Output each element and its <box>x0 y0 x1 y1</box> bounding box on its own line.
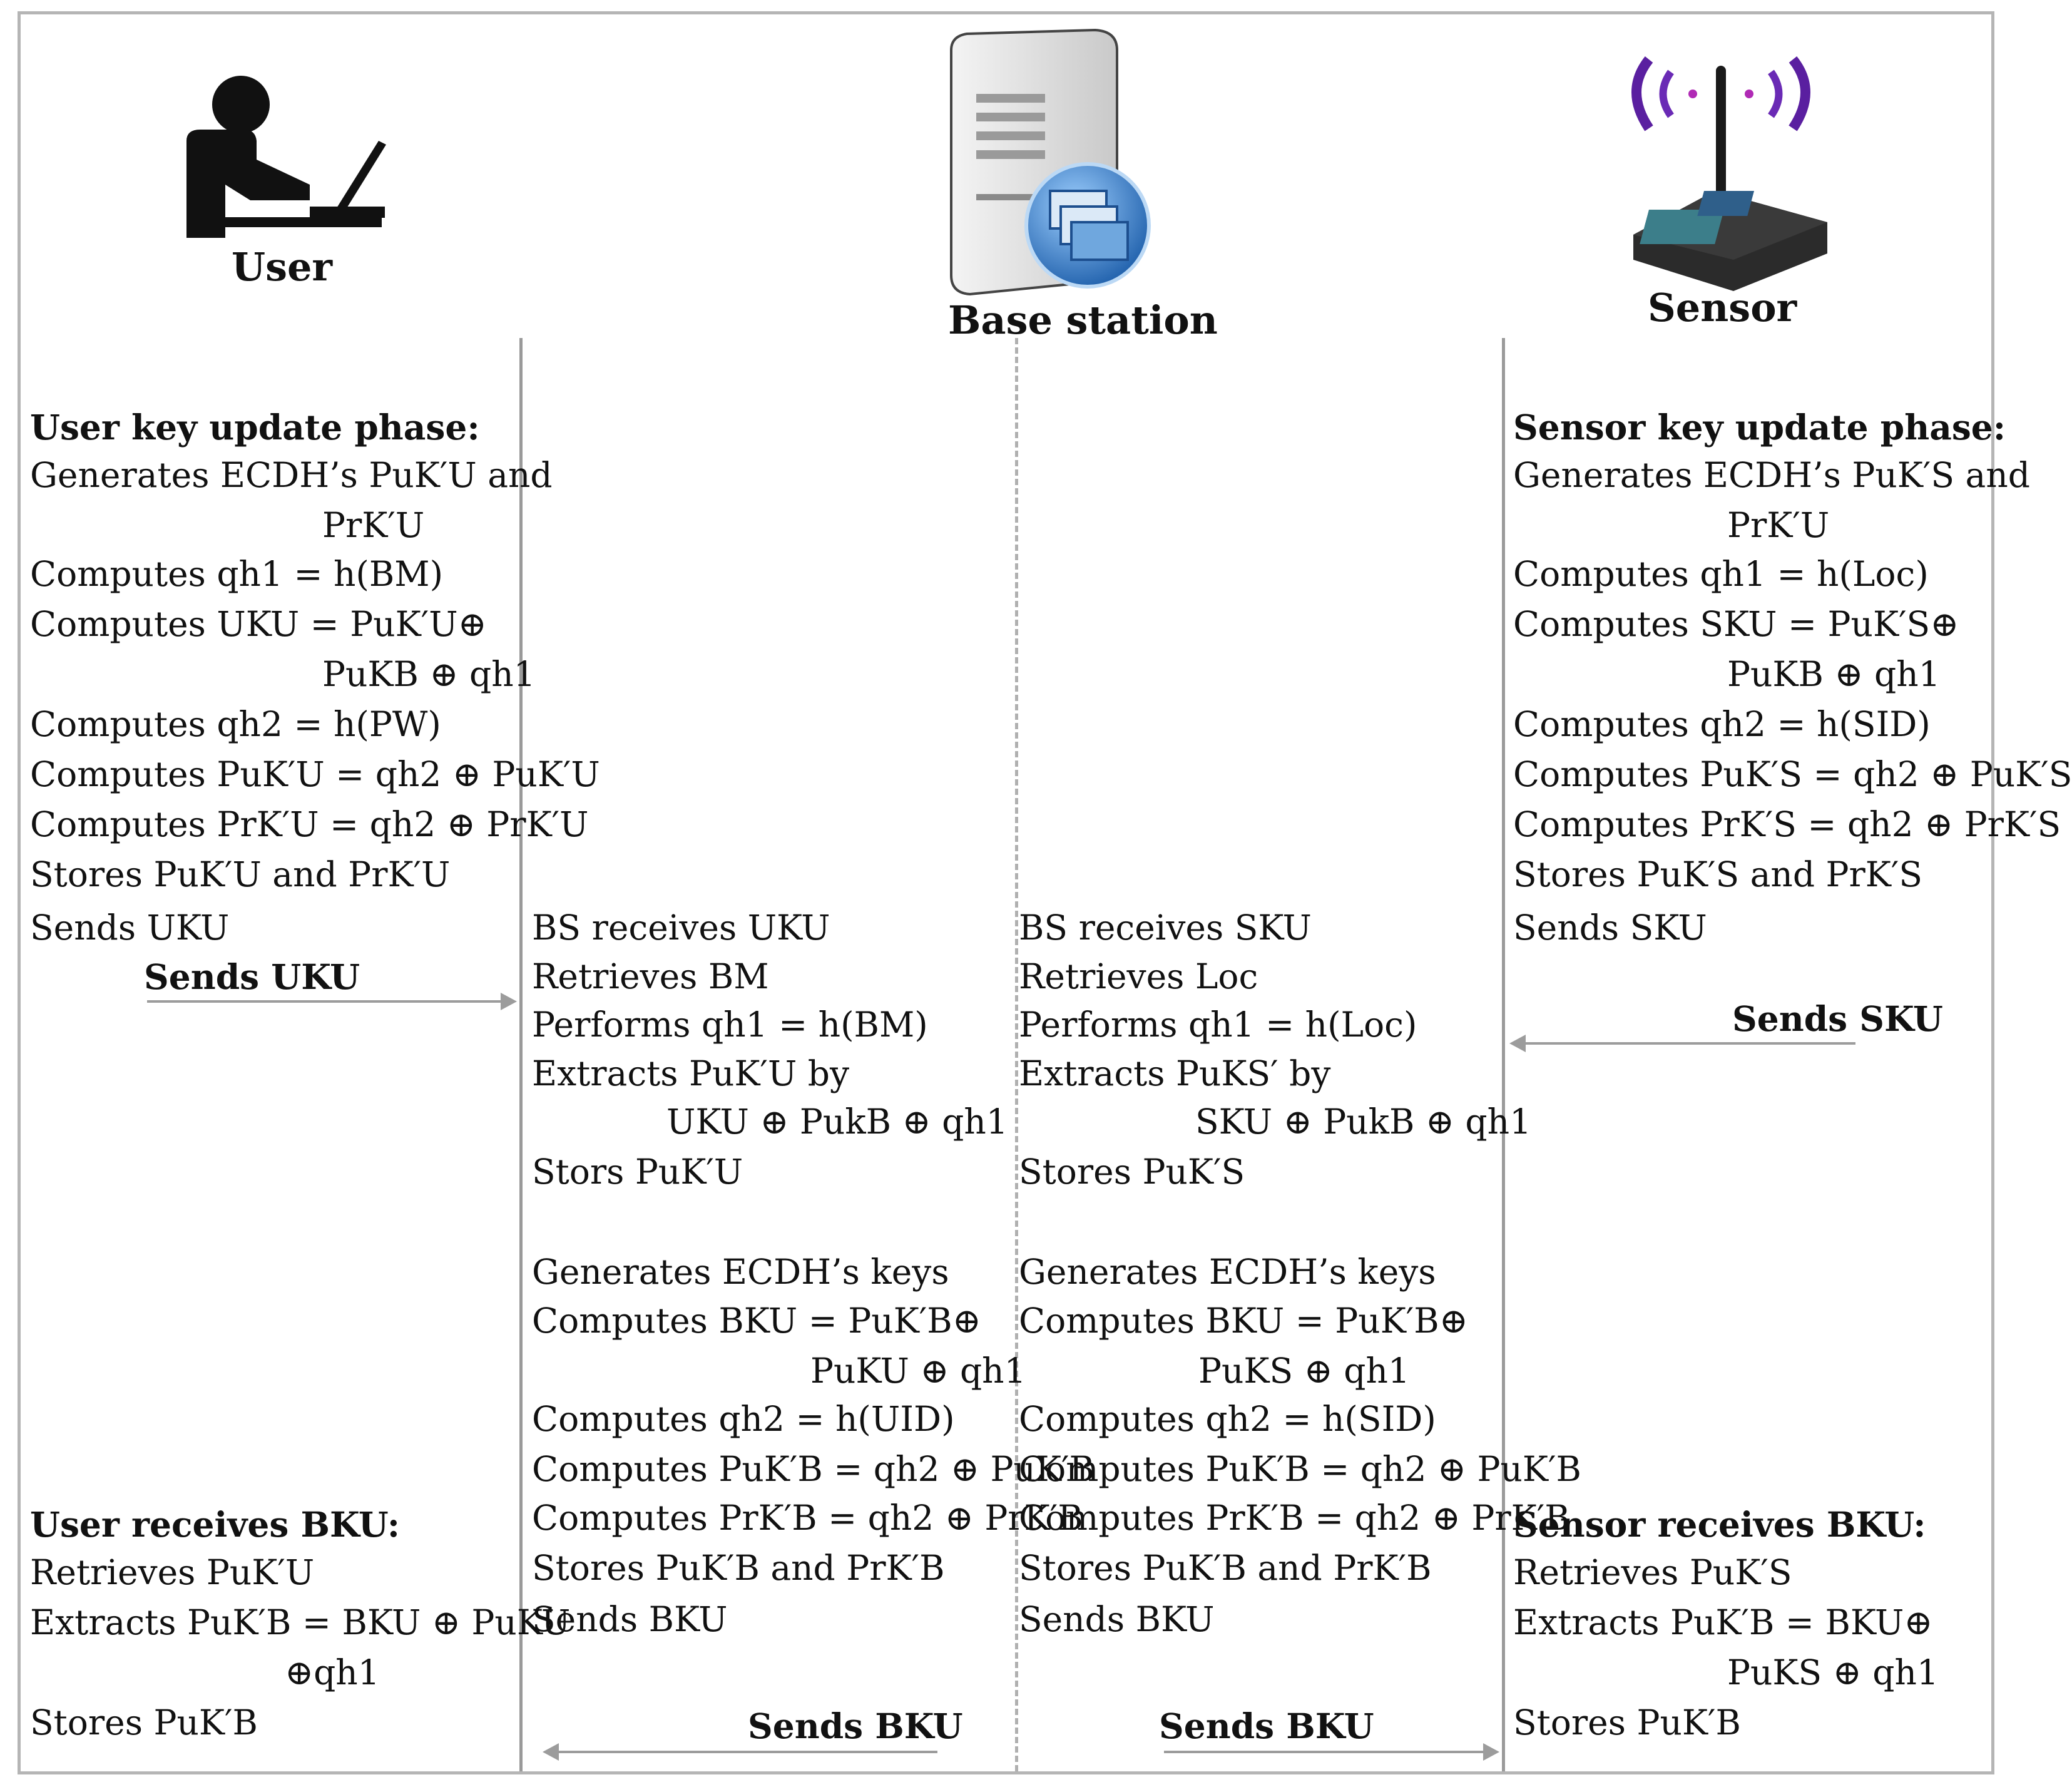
bs-sensor-gen-step: Computes qh2 = h(SID) <box>1019 1399 1436 1439</box>
msg-bs-to-user-head <box>543 1743 559 1761</box>
actor-sensor-label: Sensor <box>1648 285 1797 330</box>
msg-user-to-bs-label: Sends UKU <box>144 956 360 997</box>
bs-user-gen-step: Computes PrK′B = qh2 ⊕ PrK′B <box>532 1498 1083 1538</box>
bs-user-gen-step: Computes PuK′B = qh2 ⊕ PuK′B <box>532 1449 1095 1489</box>
sensor-receive-step: Retrieves PuK′S <box>1513 1552 1792 1592</box>
bs-uku-step: Retrieves BM <box>532 956 769 996</box>
msg-bs-to-user-arrow <box>559 1751 937 1753</box>
msg-bs-to-sensor-head <box>1483 1743 1499 1761</box>
actor-base-station-label: Base station <box>948 297 1218 343</box>
sensor-step: Computes PuK′S = qh2 ⊕ PuK′S <box>1513 754 2072 794</box>
sensor-step: Computes qh1 = h(Loc) <box>1513 554 1929 594</box>
lifeline-bs-sensor <box>1502 338 1505 1771</box>
user-step: Computes PrK′U = qh2 ⊕ PrK′U <box>30 804 589 844</box>
bs-uku-step: Stors PuK′U <box>532 1152 743 1192</box>
user-step: Computes qh2 = h(PW) <box>30 704 441 744</box>
sensor-receive-step: PuKS ⊕ qh1 <box>1727 1652 1939 1692</box>
bs-user-gen-step: Sends BKU <box>532 1599 728 1639</box>
sensor-step: Sends SKU <box>1513 908 1707 948</box>
bs-sensor-gen-step: Computes BKU = PuK′B⊕ <box>1019 1301 1468 1341</box>
user-receive-step: Retrieves PuK′U <box>30 1552 315 1592</box>
user-step: Stores PuK′U and PrK′U <box>30 854 451 894</box>
lifeline-user-bs <box>519 338 523 1771</box>
msg-user-to-bs-arrow <box>147 1000 501 1003</box>
sensor-step: Generates ECDH’s PuK′S and <box>1513 455 2030 495</box>
bs-user-gen-step: Generates ECDH’s keys <box>532 1252 949 1292</box>
msg-bs-to-sensor-label: Sends BKU <box>1159 1706 1374 1746</box>
bs-uku-step: Extracts PuK′U by <box>532 1053 850 1093</box>
server-icon <box>950 28 1151 296</box>
bs-user-gen-step: Computes qh2 = h(UID) <box>532 1399 955 1439</box>
bs-sku-step: Extracts PuKS′ by <box>1019 1053 1331 1093</box>
sensor-step: PrK′U <box>1727 505 1830 545</box>
bs-user-gen-step: PuKU ⊕ qh1 <box>810 1351 1026 1391</box>
bs-user-gen-step: Computes BKU = PuK′B⊕ <box>532 1301 981 1341</box>
sensor-receive-title: Sensor receives BKU: <box>1513 1504 1926 1545</box>
bs-sensor-gen-step: Stores PuK′B and PrK′B <box>1019 1548 1432 1588</box>
user-step: PuKB ⊕ qh1 <box>322 654 536 694</box>
bs-sensor-gen-step: Sends BKU <box>1019 1599 1215 1639</box>
actor-user-label: User <box>232 244 333 290</box>
bs-user-gen-step: Stores PuK′B and PrK′B <box>532 1548 945 1588</box>
sensor-step: Computes SKU = PuK′S⊕ <box>1513 604 1959 644</box>
user-receive-title: User receives BKU: <box>30 1504 401 1545</box>
user-step: Generates ECDH’s PuK′U and <box>30 455 553 495</box>
sensor-receive-step: Extracts PuK′B = BKU⊕ <box>1513 1602 1933 1642</box>
user-step: Computes UKU = PuK′U⊕ <box>30 604 487 644</box>
user-receive-step: Extracts PuK′B = BKU ⊕ PuKU <box>30 1602 571 1642</box>
sensor-step: Computes PrK′S = qh2 ⊕ PrK′S <box>1513 804 2061 844</box>
sensor-board-icon <box>1631 56 1827 291</box>
msg-user-to-bs-head <box>501 993 517 1010</box>
bs-sensor-gen-step: Computes PuK′B = qh2 ⊕ PuK′B <box>1019 1449 1581 1489</box>
msg-bs-to-user-label: Sends BKU <box>748 1706 963 1746</box>
user-at-laptop-icon <box>186 76 386 238</box>
bs-sensor-gen-step: PuKS ⊕ qh1 <box>1198 1351 1410 1391</box>
bs-sku-step: SKU ⊕ PukB ⊕ qh1 <box>1195 1102 1532 1142</box>
bs-receive-sku-title: BS receives SKU <box>1019 908 1312 948</box>
sensor-receive-step: Stores PuK′B <box>1513 1702 1741 1743</box>
user-receive-step: ⊕qh1 <box>285 1652 380 1692</box>
user-step: Sends UKU <box>30 908 230 948</box>
diagram-frame <box>18 11 1994 1774</box>
lifeline-bs-center <box>1015 338 1018 1771</box>
sensor-phase-title: Sensor key update phase: <box>1513 407 2006 448</box>
msg-sensor-to-bs-head <box>1509 1035 1526 1052</box>
bs-receive-uku-title: BS receives UKU <box>532 908 830 948</box>
msg-sensor-to-bs-arrow <box>1526 1042 1855 1045</box>
sensor-step: Computes qh2 = h(SID) <box>1513 704 1931 744</box>
user-step: Computes PuK′U = qh2 ⊕ PuK′U <box>30 754 600 794</box>
user-phase-title: User key update phase: <box>30 407 480 448</box>
bs-sku-step: Stores PuK′S <box>1019 1152 1245 1192</box>
sensor-step: PuKB ⊕ qh1 <box>1727 654 1941 694</box>
bs-uku-step: UKU ⊕ PukB ⊕ qh1 <box>666 1102 1008 1142</box>
msg-bs-to-sensor-arrow <box>1164 1751 1483 1753</box>
user-step: Computes qh1 = h(BM) <box>30 554 444 594</box>
bs-sku-step: Retrieves Loc <box>1019 956 1258 996</box>
bs-sensor-gen-step: Computes PrK′B = qh2 ⊕ PrK′B <box>1019 1498 1570 1538</box>
bs-uku-step: Performs qh1 = h(BM) <box>532 1005 928 1045</box>
bs-sensor-gen-step: Generates ECDH’s keys <box>1019 1252 1436 1292</box>
user-step: PrK′U <box>322 505 425 545</box>
bs-sku-step: Performs qh1 = h(Loc) <box>1019 1005 1417 1045</box>
user-receive-step: Stores PuK′B <box>30 1702 258 1743</box>
msg-sensor-to-bs-label: Sends SKU <box>1732 998 1943 1039</box>
sensor-step: Stores PuK′S and PrK′S <box>1513 854 1923 894</box>
